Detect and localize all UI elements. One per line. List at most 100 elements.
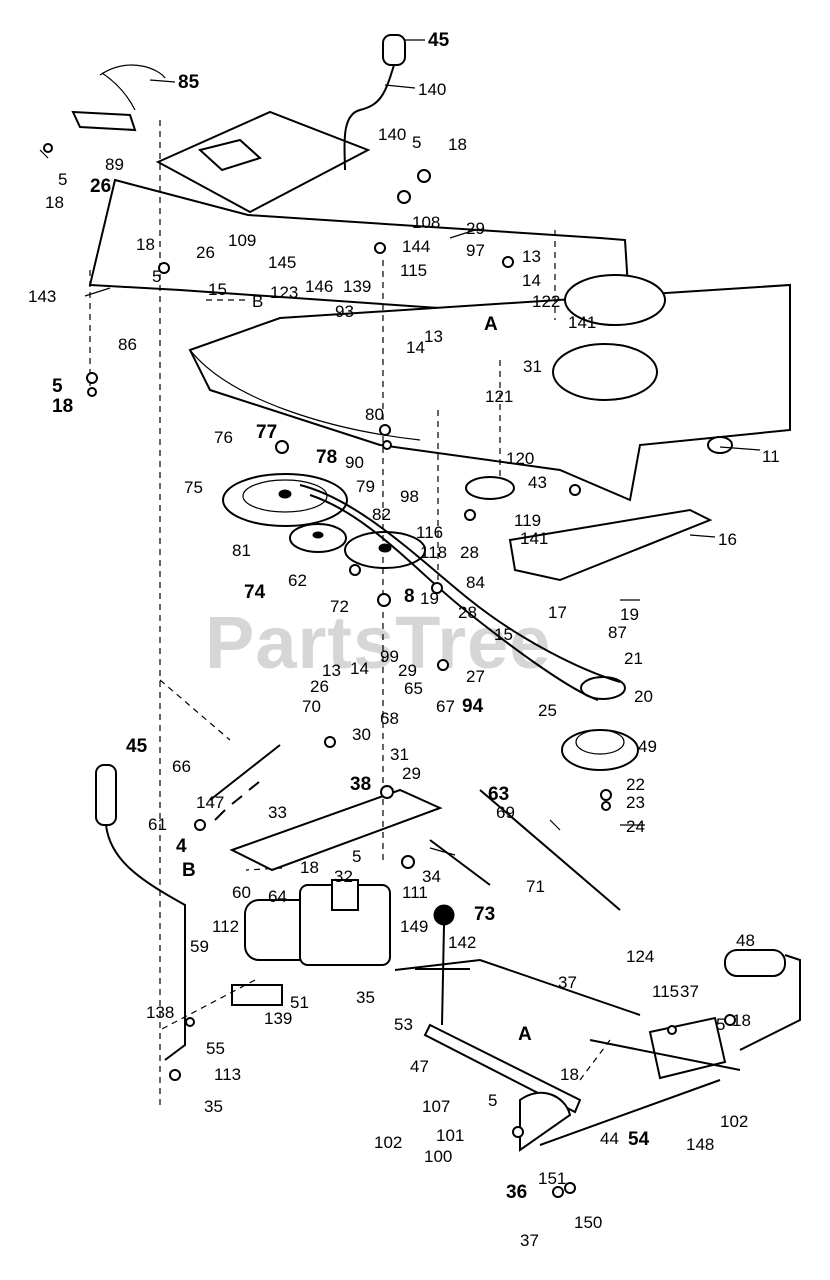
upper-body-panel xyxy=(88,110,791,502)
callout: 29 xyxy=(402,764,421,783)
callout: 48 xyxy=(736,931,755,950)
callout: 100 xyxy=(424,1147,452,1166)
callout: 13 xyxy=(522,247,541,266)
callout: 62 xyxy=(288,571,307,590)
knob-45-left xyxy=(95,764,186,1061)
callout: 23 xyxy=(626,793,645,812)
callout: 17 xyxy=(548,603,567,622)
bracket-16 xyxy=(508,508,713,582)
callout: 37 xyxy=(680,982,699,1001)
callout: 45 xyxy=(126,736,148,757)
callout: 5 xyxy=(52,376,63,397)
callout: 5 xyxy=(352,847,361,866)
callout: 113 xyxy=(214,1065,241,1084)
callout: 143 xyxy=(28,287,56,306)
callout: 82 xyxy=(372,505,391,524)
callout: 35 xyxy=(204,1097,223,1116)
handle-48 xyxy=(724,949,801,1051)
callout: 144 xyxy=(402,237,430,256)
callout: 14 xyxy=(350,659,369,678)
callout: 72 xyxy=(330,597,349,616)
callout: 87 xyxy=(608,623,627,642)
callout: 66 xyxy=(172,757,191,776)
callout: 63 xyxy=(488,784,509,805)
callout-labels: 45 85 140 140 5 18 89 18 5 26 26 109 108… xyxy=(28,30,780,1250)
drive-belt xyxy=(299,484,621,701)
callout: 33 xyxy=(268,803,287,822)
callout: 16 xyxy=(718,530,737,549)
callout: 115 xyxy=(400,261,427,280)
callout: 13 xyxy=(322,661,341,680)
callout: 55 xyxy=(206,1039,225,1058)
callout: 67 xyxy=(436,697,455,716)
callout: 108 xyxy=(412,213,440,232)
callout: 120 xyxy=(506,449,534,468)
callout: 29 xyxy=(398,661,417,680)
callout: 14 xyxy=(406,338,425,357)
callout: 28 xyxy=(458,603,477,622)
callout-leaders xyxy=(39,39,761,856)
callout: 18 xyxy=(448,135,467,154)
callout: 90 xyxy=(345,453,364,472)
callout: 146 xyxy=(305,277,333,296)
callout: 124 xyxy=(626,947,654,966)
pulley-116 xyxy=(344,531,426,569)
callout: 97 xyxy=(466,241,485,260)
callout: 118 xyxy=(420,543,447,562)
callout: 36 xyxy=(506,1182,527,1203)
callout: 89 xyxy=(105,155,124,174)
transmission xyxy=(231,879,391,1006)
callout: 70 xyxy=(302,697,321,716)
callout: 18 xyxy=(560,1065,579,1084)
callout: 59 xyxy=(190,937,209,956)
callout: 122 xyxy=(532,292,560,311)
callout: 109 xyxy=(228,231,256,250)
callout: 64 xyxy=(268,887,287,906)
callout: 139 xyxy=(264,1009,292,1028)
watermark: PartsTree xyxy=(205,601,551,684)
callout: 147 xyxy=(196,793,224,812)
callout: 140 xyxy=(418,80,446,99)
callout: 14 xyxy=(522,271,541,290)
callout: 60 xyxy=(232,883,251,902)
callout: 5 xyxy=(412,133,421,152)
callout: 85 xyxy=(178,72,200,93)
callout: 111 xyxy=(402,883,428,902)
bar-33 xyxy=(229,788,443,872)
clutch-49 xyxy=(561,729,639,771)
callout: 141 xyxy=(568,313,596,332)
callout: 26 xyxy=(90,176,111,197)
callout: 65 xyxy=(404,679,423,698)
callout: 51 xyxy=(290,993,309,1012)
callout: 34 xyxy=(422,867,441,886)
callout: 18 xyxy=(300,858,319,877)
callout: 37 xyxy=(520,1231,539,1250)
callout: 8 xyxy=(404,586,415,607)
callout: 37 xyxy=(558,973,577,992)
callout: 112 xyxy=(212,917,239,936)
pedal-assembly xyxy=(423,1016,727,1152)
callout: 80 xyxy=(365,405,384,424)
callout: 49 xyxy=(638,737,657,756)
callout: 26 xyxy=(310,677,329,696)
callout: 18 xyxy=(136,235,155,254)
callout: 94 xyxy=(462,696,484,717)
callout: A xyxy=(518,1024,532,1045)
dashed-leaders xyxy=(89,120,611,1110)
callout: 123 xyxy=(270,283,298,302)
callout: 5 xyxy=(716,1015,725,1034)
callout: 25 xyxy=(538,701,557,720)
callout: 93 xyxy=(335,302,354,321)
callout: 115 xyxy=(652,982,679,1001)
callout: 43 xyxy=(528,473,547,492)
callout: 145 xyxy=(268,253,296,272)
callout: 15 xyxy=(208,280,227,299)
callout: 76 xyxy=(214,428,233,447)
callout: 13 xyxy=(424,327,443,346)
callout: 24 xyxy=(626,817,645,836)
callout: 18 xyxy=(45,193,64,212)
callout: 21 xyxy=(624,649,643,668)
callout: 61 xyxy=(148,815,167,834)
callout: 73 xyxy=(474,904,495,925)
callout: 149 xyxy=(400,917,428,936)
